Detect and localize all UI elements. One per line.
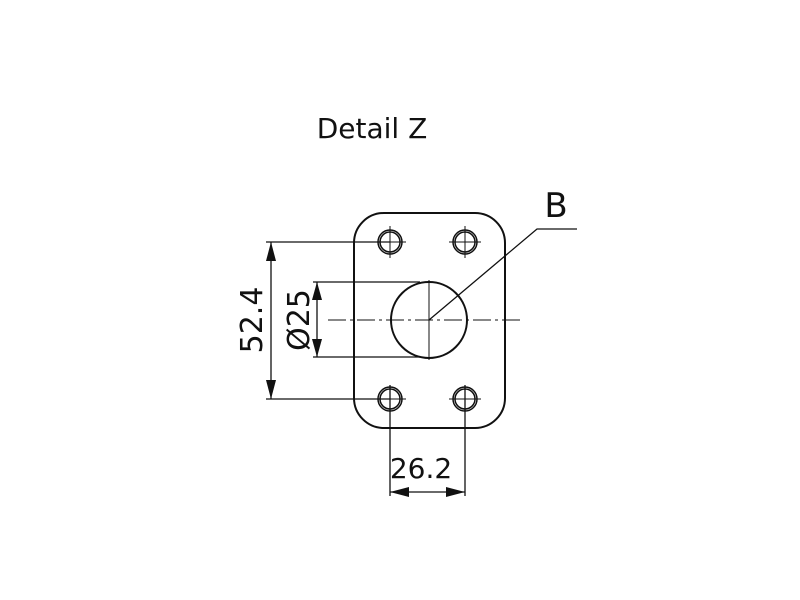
diameter-dimension-label: Ø25 — [282, 289, 317, 351]
width-dimension-label: 26.2 — [390, 452, 452, 485]
center-lines — [328, 226, 522, 400]
dimension-arrows — [266, 242, 465, 497]
leader-line — [428, 228, 577, 321]
reference-label-b: B — [544, 186, 567, 226]
height-dimension-label: 52.4 — [235, 287, 270, 354]
drawing-title: Detail Z — [317, 112, 428, 145]
